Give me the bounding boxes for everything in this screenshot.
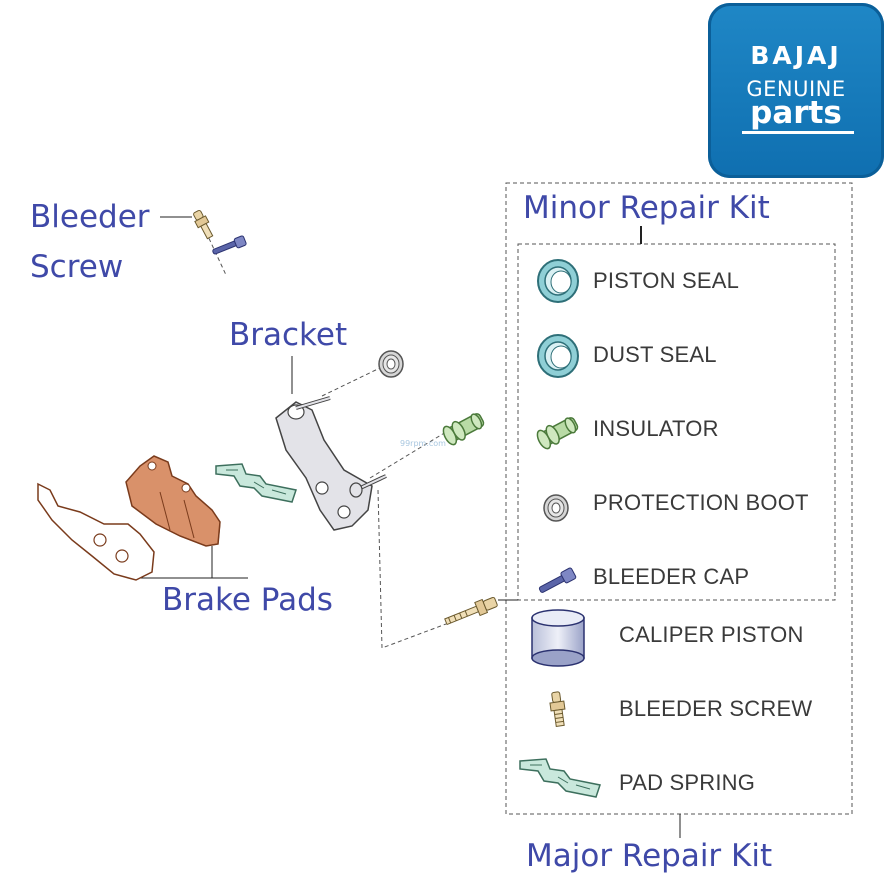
insulator-assembly-line — [369, 431, 447, 479]
caliper-piston-icon — [531, 609, 585, 667]
protection-boot-part-icon — [378, 350, 404, 378]
insulator-part-icon — [442, 413, 485, 446]
caliper-piston-label: CALIPER PISTON — [619, 622, 804, 647]
logo-brand: BAJAJ — [750, 41, 842, 70]
logo-parts: parts — [750, 95, 842, 131]
bleeder-screw-callout-line1: Bleeder — [30, 199, 150, 235]
logo-genuine: GENUINE — [746, 77, 846, 101]
bleeder-cap-part-icon — [212, 235, 247, 255]
bleeder-cap-label: BLEEDER CAP — [593, 564, 750, 589]
bleeder-screw-callout-line2: Screw — [30, 249, 124, 285]
watermark: 99rpm.com — [400, 439, 446, 448]
piston-seal-label: PISTON SEAL — [593, 268, 740, 293]
protection-boot-icon — [543, 494, 569, 522]
brake-pad-front-icon — [125, 455, 221, 547]
caliper-pin-part-icon — [444, 596, 498, 626]
bajaj-genuine-parts-logo: BAJAJ GENUINE parts — [708, 3, 884, 178]
pad-spring-part-icon — [215, 463, 297, 503]
pad-spring-label: PAD SPRING — [619, 770, 756, 795]
minor-repair-kit-callout: Minor Repair Kit — [523, 190, 770, 226]
bracket-part-icon — [275, 396, 387, 531]
piston-seal-icon — [537, 259, 579, 303]
pin-assembly-line — [377, 489, 447, 649]
bracket-callout: Bracket — [229, 317, 348, 353]
insulator-icon — [536, 417, 579, 450]
bleeder-screw-part-icon — [193, 209, 214, 240]
bleeder-screw-label: BLEEDER SCREW — [619, 696, 813, 721]
logo-underline — [742, 131, 854, 134]
bleeder-screw-icon — [549, 691, 566, 727]
bleeder-cap-icon — [538, 567, 577, 593]
boot-assembly-line — [321, 365, 385, 397]
protection-boot-label: PROTECTION BOOT — [593, 490, 809, 515]
insulator-label: INSULATOR — [593, 416, 719, 441]
dust-seal-label: DUST SEAL — [593, 342, 717, 367]
major-repair-kit-callout: Major Repair Kit — [526, 838, 773, 874]
pad-spring-icon — [519, 758, 601, 798]
brake-pads-callout: Brake Pads — [162, 582, 333, 618]
dust-seal-icon — [537, 334, 579, 378]
brake-pad-back-icon — [37, 482, 155, 581]
major-repair-kit-box — [505, 182, 853, 815]
